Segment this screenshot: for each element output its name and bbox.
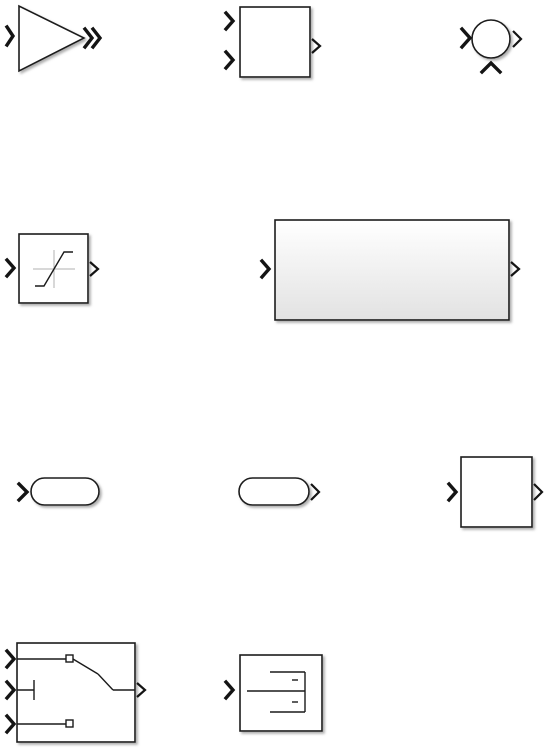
two-input-block[interactable] [223,6,322,78]
output-port-icon[interactable] [310,483,321,501]
input-port-icon[interactable] [479,60,503,75]
saturation-block[interactable] [4,233,100,304]
input-port-icon[interactable] [16,481,30,503]
input-port-icon[interactable] [446,481,459,503]
input-port-icon[interactable] [4,648,17,670]
output-port-icon[interactable] [136,682,147,698]
output-port-icon[interactable] [512,30,523,48]
from-block[interactable] [238,477,321,506]
block-body [274,219,510,321]
block-body [460,456,533,528]
block-body [239,654,323,732]
block-body [30,477,100,506]
triangle-icon [18,4,86,73]
goto-block[interactable] [16,477,100,506]
input-port-icon[interactable] [459,26,473,50]
switch-block[interactable] [4,642,147,743]
output-port-icon[interactable] [90,26,103,50]
saturation-curve-icon [33,250,75,288]
input-port-icon[interactable] [223,679,236,701]
block-body [239,6,311,78]
output-port-icon[interactable] [311,38,322,54]
input-port-icon[interactable] [259,258,272,280]
generic-block[interactable] [446,456,544,528]
output-port-icon[interactable] [510,261,521,277]
gain-block[interactable] [4,4,103,73]
input-port-icon[interactable] [223,49,236,71]
input-port-icon[interactable] [4,713,17,735]
output-port-icon[interactable] [533,483,544,501]
input-port-icon[interactable] [4,257,17,279]
circle-icon [471,19,511,59]
input-port-icon[interactable] [223,10,236,32]
bus-selector-block[interactable] [223,654,323,732]
input-port-icon[interactable] [4,24,16,48]
block-body [238,477,310,506]
output-port-icon[interactable] [89,261,100,277]
sum-block[interactable] [459,19,523,75]
switch-icon [17,654,135,728]
subsystem-block[interactable] [259,219,521,321]
bus-selector-icon [247,671,306,713]
output-port-icon[interactable] [82,26,95,50]
input-port-icon[interactable] [4,679,17,701]
